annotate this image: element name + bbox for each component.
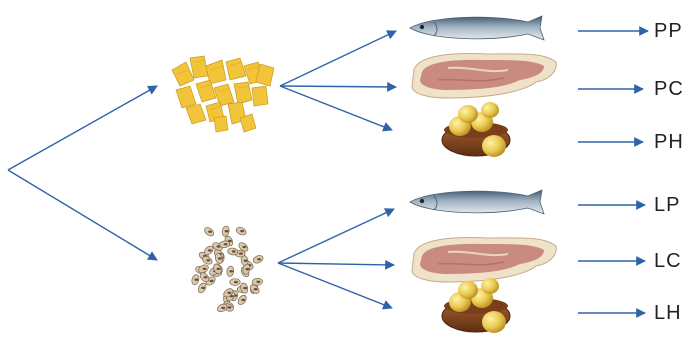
bean-speckle	[203, 268, 207, 270]
bean-speckle	[221, 307, 225, 309]
arrow-root-to-beans	[8, 170, 157, 260]
bean-speckle	[208, 231, 212, 233]
bean-speckle	[239, 252, 243, 254]
arrow-beans-to-eggs	[278, 263, 392, 308]
bean-speckle	[227, 292, 231, 294]
bean-speckle	[240, 230, 244, 232]
arrow-pasta-to-eggs	[280, 86, 392, 130]
bean-speckle	[224, 243, 228, 245]
bean-speckle	[242, 246, 246, 248]
bean-speckle	[194, 279, 198, 281]
outcome-label-lh: LH	[654, 303, 682, 323]
fish-icon	[410, 190, 544, 214]
pasta-icon	[172, 56, 274, 132]
bean-speckle	[208, 249, 212, 251]
outcome-label-pp: PP	[654, 21, 683, 41]
bean-speckle	[218, 257, 222, 259]
eggs-basket-icon	[442, 278, 510, 333]
fish-icon	[410, 16, 544, 40]
bean-speckle	[225, 230, 229, 232]
meat-icon	[412, 238, 556, 282]
bean-speckle	[234, 281, 238, 283]
outcome-label-lp: LP	[654, 195, 680, 215]
beans-icon	[191, 225, 265, 313]
bean-speckle	[204, 276, 208, 278]
bean-speckle	[232, 250, 236, 252]
meat-icon	[412, 54, 556, 98]
outcome-label-pc: PC	[654, 79, 684, 99]
bean-speckle	[229, 270, 233, 272]
bean-speckle	[254, 288, 258, 290]
outcome-label-lc: LC	[654, 251, 682, 271]
bean-speckle	[241, 299, 245, 301]
arrow-beans-to-meat	[278, 263, 394, 265]
arrow-beans-to-fish	[278, 209, 394, 263]
bean-speckle	[201, 287, 205, 289]
bean-speckle	[256, 281, 260, 283]
bean-speckle	[227, 306, 231, 308]
eggs-basket-icon	[442, 102, 510, 157]
outcome-label-ph: PH	[654, 132, 684, 152]
arrow-pasta-to-fish	[280, 31, 396, 86]
bean-speckle	[210, 280, 214, 282]
bean-speckle	[244, 260, 248, 262]
bean-speckle	[243, 287, 247, 289]
bean-speckle	[216, 268, 220, 270]
bean-speckle	[245, 268, 249, 270]
arrow-pasta-to-meat	[280, 86, 396, 87]
bean-speckle	[257, 258, 261, 260]
bean-speckle	[206, 259, 210, 261]
arrow-root-to-pasta	[8, 86, 157, 170]
